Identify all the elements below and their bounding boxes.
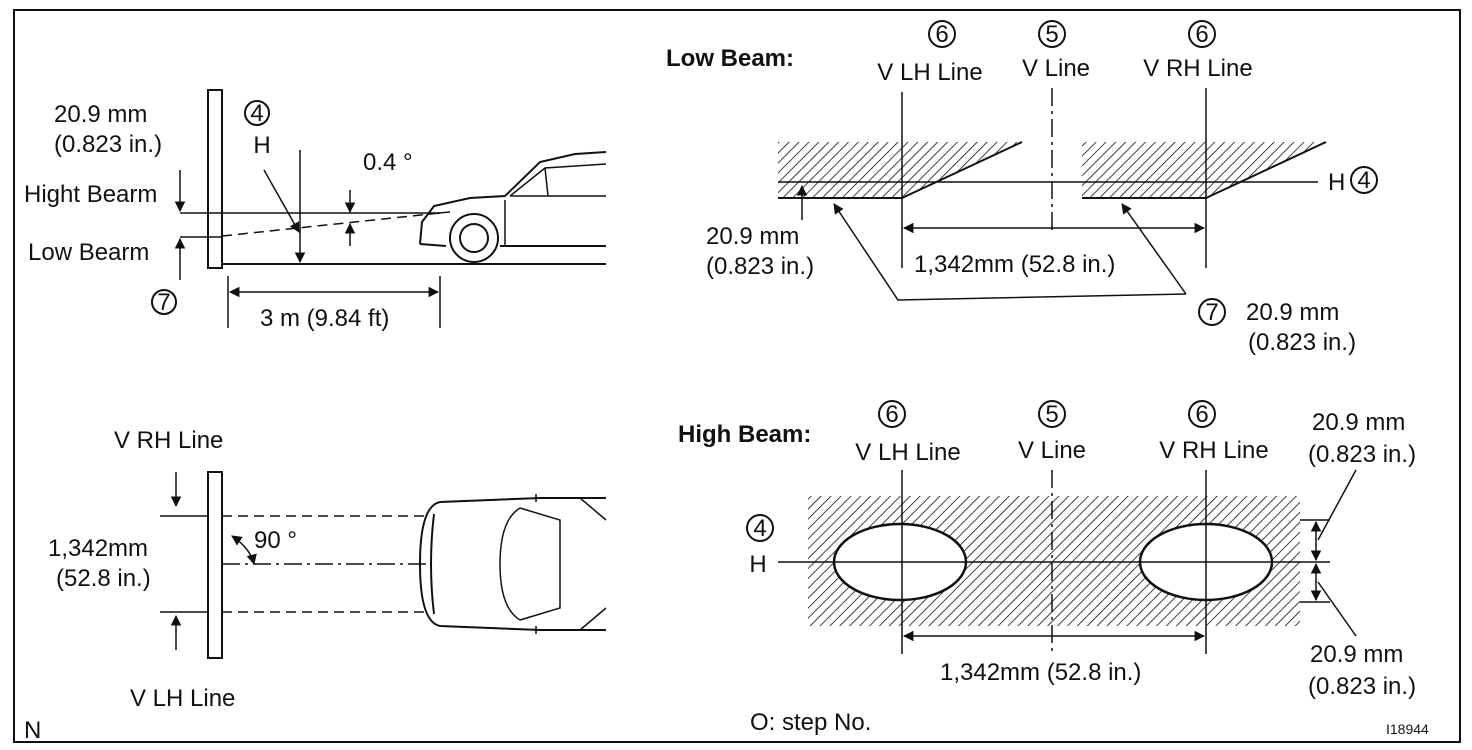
- high-step-6-left-circle: [878, 400, 906, 428]
- low-step-6-right-circle: [1188, 20, 1216, 48]
- low-beam-title: Low Beam:: [666, 45, 794, 72]
- high-step-4-circle: [746, 514, 774, 542]
- top-dim-value: 1,342mm: [48, 535, 148, 562]
- high-bottom-dim-value: 20.9 mm: [1310, 641, 1403, 668]
- step-4-circle-side: [244, 100, 270, 126]
- figure-id: I18944: [1386, 721, 1429, 737]
- top-v-lh-label: V LH Line: [130, 685, 235, 712]
- high-step-5-circle: [1038, 400, 1066, 428]
- low-step-4-num: 4: [1357, 167, 1370, 194]
- high-step-5-num: 5: [1045, 401, 1058, 428]
- top-view: V RH Line V LH Line 1,342mm (52.8 in.) 9…: [48, 427, 607, 712]
- high-beam-title: High Beam:: [678, 421, 811, 448]
- low-right-hatch: [1082, 142, 1326, 198]
- top-angle-label: 90 °: [254, 527, 297, 554]
- step-4-number: 4: [250, 100, 263, 127]
- high-v-label: V Line: [1018, 437, 1086, 464]
- low-step-5-num: 5: [1045, 21, 1058, 48]
- car-side-illustration: [419, 151, 607, 263]
- low-step-5-circle: [1038, 20, 1066, 48]
- high-bottom-leader: [1317, 581, 1357, 637]
- step-7-circle-side: [151, 289, 177, 315]
- high-top-dim-inch: (0.823 in.): [1308, 441, 1416, 468]
- side-top-dim-value: 20.9 mm: [54, 101, 147, 128]
- low-step-7-circle: [1198, 298, 1226, 326]
- low-right-dim-inch: (0.823 in.): [1248, 329, 1356, 356]
- low-h-label: H: [1328, 169, 1345, 196]
- frame-border: [13, 9, 1461, 743]
- top-v-rh-label: V RH Line: [114, 427, 223, 454]
- top-dim-inch: (52.8 in.): [56, 565, 151, 592]
- aiming-screen-top: [207, 471, 223, 659]
- low-step-7-num: 7: [1205, 299, 1218, 326]
- low-step-6-left-num: 6: [935, 21, 948, 48]
- high-step-6-left-num: 6: [885, 401, 898, 428]
- low-right-dim-value: 20.9 mm: [1246, 299, 1339, 326]
- low-step7-pointer-left: [833, 203, 1187, 301]
- low-left-dim-value: 20.9 mm: [706, 223, 799, 250]
- distance-label: 3 m (9.84 ft): [260, 305, 389, 332]
- high-step-6-right-num: 6: [1195, 401, 1208, 428]
- low-beam-pattern: Low Beam: 6 V LH Line 5 V Line 6 V RH Li…: [666, 20, 1378, 356]
- high-step-6-right-circle: [1188, 400, 1216, 428]
- h-pointer-arrow: [263, 169, 300, 233]
- beam-dashed-line: [221, 212, 441, 237]
- high-spacing-label: 1,342mm (52.8 in.): [940, 659, 1141, 686]
- high-h-label: H: [749, 551, 766, 578]
- car-top-illustration: [418, 494, 607, 634]
- side-view: 4 H 7 20.9 mm (0.823 in.) 0.4 ° Hight Be…: [24, 89, 607, 332]
- low-step-6-left-circle: [928, 20, 956, 48]
- low-left-dim-inch: (0.823 in.): [706, 253, 814, 280]
- low-v-label: V Line: [1022, 55, 1090, 82]
- side-angle-label: 0.4 °: [363, 149, 413, 176]
- high-beam-label: Hight Bearm: [24, 181, 157, 208]
- low-step-6-right-num: 6: [1195, 21, 1208, 48]
- low-step-4-circle: [1350, 166, 1378, 194]
- high-beam-pattern: High Beam: 6 V LH Line 5 V Line 6 V RH L…: [678, 400, 1416, 700]
- high-step-4-num: 4: [753, 515, 766, 542]
- low-step7-pointer-right: [1121, 203, 1187, 295]
- h-label-side: H: [253, 132, 270, 159]
- low-vrh-label: V RH Line: [1143, 55, 1252, 82]
- corner-mark: N: [24, 717, 41, 744]
- high-top-dim-value: 20.9 mm: [1312, 409, 1405, 436]
- high-vrh-label: V RH Line: [1159, 437, 1268, 464]
- low-left-hatch: [778, 142, 1022, 198]
- aiming-screen-side: [207, 89, 223, 269]
- low-vlh-label: V LH Line: [877, 59, 982, 86]
- step-legend: O: step No.: [750, 709, 871, 736]
- high-bottom-dim-inch: (0.823 in.): [1308, 673, 1416, 700]
- low-beam-label: Low Bearm: [28, 239, 149, 266]
- side-top-dim-inch: (0.823 in.): [54, 131, 162, 158]
- low-spacing-label: 1,342mm (52.8 in.): [914, 251, 1115, 278]
- high-vlh-label: V LH Line: [855, 439, 960, 466]
- step-7-number: 7: [157, 289, 170, 316]
- high-top-leader: [1317, 469, 1357, 541]
- right-angle-arc: [231, 535, 257, 566]
